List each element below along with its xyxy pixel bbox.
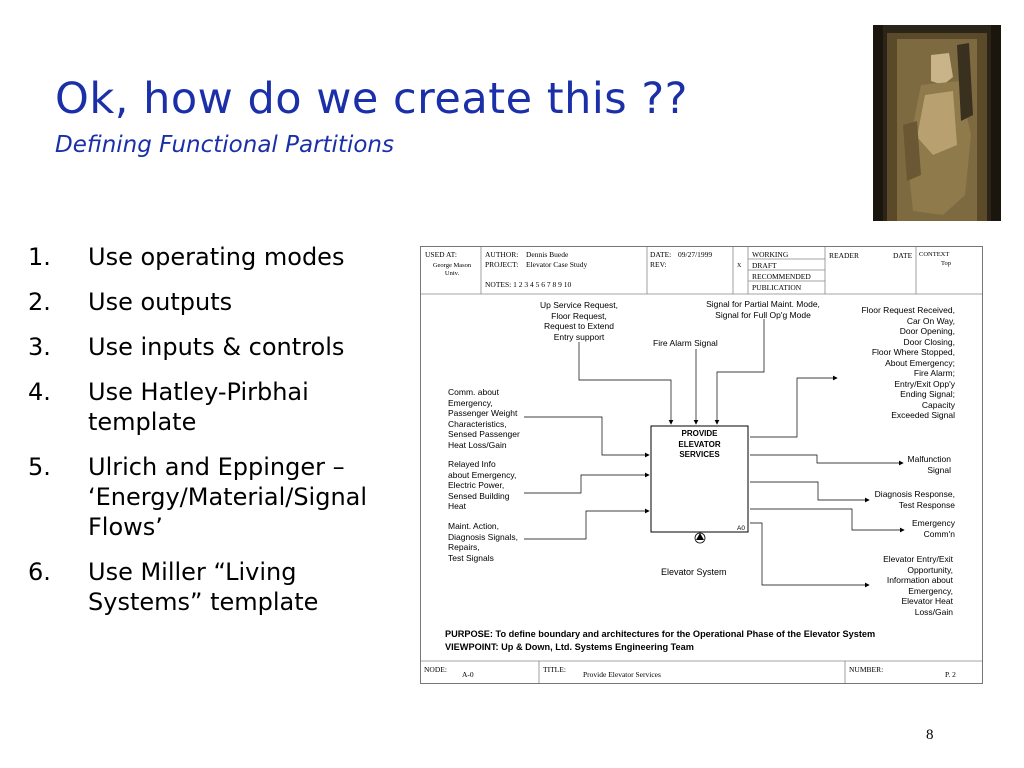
list-number: 2. — [28, 288, 51, 316]
reader-date-label: DATE — [893, 251, 913, 260]
number-label: NUMBER: — [849, 665, 884, 674]
node-label: NODE: — [424, 665, 447, 674]
input-label: Maint. Action, Diagnosis Signals, Repair… — [448, 521, 518, 563]
mechanism-label: Elevator System — [661, 567, 727, 577]
list-text: Ulrich and Eppinger – ‘Energy/Material/S… — [88, 453, 368, 541]
slide-title: Ok, how do we create this ?? — [55, 74, 688, 124]
list-item: 2. Use outputs — [28, 287, 408, 317]
output-label: Emergency Comm'n — [912, 518, 955, 539]
output-label: Elevator Entry/Exit Opportunity, Informa… — [883, 554, 953, 617]
purpose-text: PURPOSE: To define boundary and architec… — [445, 629, 876, 639]
context-value: Top — [941, 260, 952, 267]
draft-mark: X — [737, 263, 742, 269]
control-label: Up Service Request, Floor Request, Reque… — [540, 300, 618, 342]
function-box-label: PROVIDE ELEVATOR SERVICES — [678, 429, 721, 459]
diagram-frame — [421, 247, 982, 683]
control-label: Fire Alarm Signal — [653, 338, 718, 348]
author-value: Dennis Buede — [526, 250, 569, 259]
used-at-value: George Mason Univ. — [432, 262, 472, 277]
output-label: Malfunction Signal — [907, 454, 951, 475]
list-text: Use Miller “Living Systems” template — [88, 558, 319, 616]
context-label: CONTEXT — [919, 251, 950, 258]
input-label: Comm. about Emergency, Passenger Weight … — [448, 387, 520, 450]
date-value: 09/27/1999 — [678, 250, 713, 259]
number-value: P. 2 — [945, 670, 956, 679]
status-publication: PUBLICATION — [752, 283, 802, 292]
project-label: PROJECT: — [485, 260, 519, 269]
list-item: 5. Ulrich and Eppinger – ‘Energy/Material… — [28, 452, 408, 542]
used-at-label: USED AT: — [425, 250, 457, 259]
title-value: Provide Elevator Services — [583, 670, 661, 679]
author-label: AUTHOR: — [485, 250, 519, 259]
list-text: Use Hatley-Pirbhai template — [88, 378, 309, 436]
project-value: Elevator Case Study — [526, 260, 588, 269]
function-box-id: A0 — [737, 525, 745, 532]
status-working: WORKING — [752, 250, 789, 259]
output-label: Diagnosis Response, Test Response — [874, 489, 955, 510]
list-number: 6. — [28, 558, 51, 586]
list-item: 6. Use Miller “Living Systems” template — [28, 557, 408, 617]
list-number: 5. — [28, 453, 51, 481]
list-item: 4. Use Hatley-Pirbhai template — [28, 377, 408, 437]
output-label: Floor Request Received, Car On Way, Door… — [861, 305, 955, 420]
list-text: Use inputs & controls — [88, 333, 345, 361]
status-recommended: RECOMMENDED — [752, 272, 811, 281]
status-draft: DRAFT — [752, 261, 777, 270]
approach-list: 1. Use operating modes 2. Use outputs 3. Us… — [28, 242, 408, 632]
control-label: Signal for Partial Maint. Mode, Signal f… — [706, 299, 820, 320]
list-text: Use outputs — [88, 288, 233, 316]
reader-label: READER — [829, 251, 859, 260]
title-label: TITLE: — [543, 665, 566, 674]
rev-label: REV: — [650, 260, 667, 269]
list-number: 4. — [28, 378, 51, 406]
list-item: 3. Use inputs & controls — [28, 332, 408, 362]
node-value: A-0 — [462, 670, 474, 679]
slide-subtitle: Defining Functional Partitions — [55, 132, 394, 158]
input-label: Relayed Info about Emergency, Electric P… — [448, 459, 517, 511]
leatherface-photo — [873, 25, 1001, 221]
list-number: 3. — [28, 333, 51, 361]
idef0-diagram: USED AT: George Mason Univ. AUTHOR: Denn… — [420, 246, 983, 684]
list-number: 1. — [28, 243, 51, 271]
viewpoint-text: VIEWPOINT: Up & Down, Ltd. Systems Engin… — [445, 642, 694, 652]
date-label: DATE: — [650, 250, 672, 259]
notes-line: NOTES: 1 2 3 4 5 6 7 8 9 10 — [485, 280, 572, 289]
page-number: 8 — [926, 727, 934, 743]
list-text: Use operating modes — [88, 243, 345, 271]
list-item: 1. Use operating modes — [28, 242, 408, 272]
